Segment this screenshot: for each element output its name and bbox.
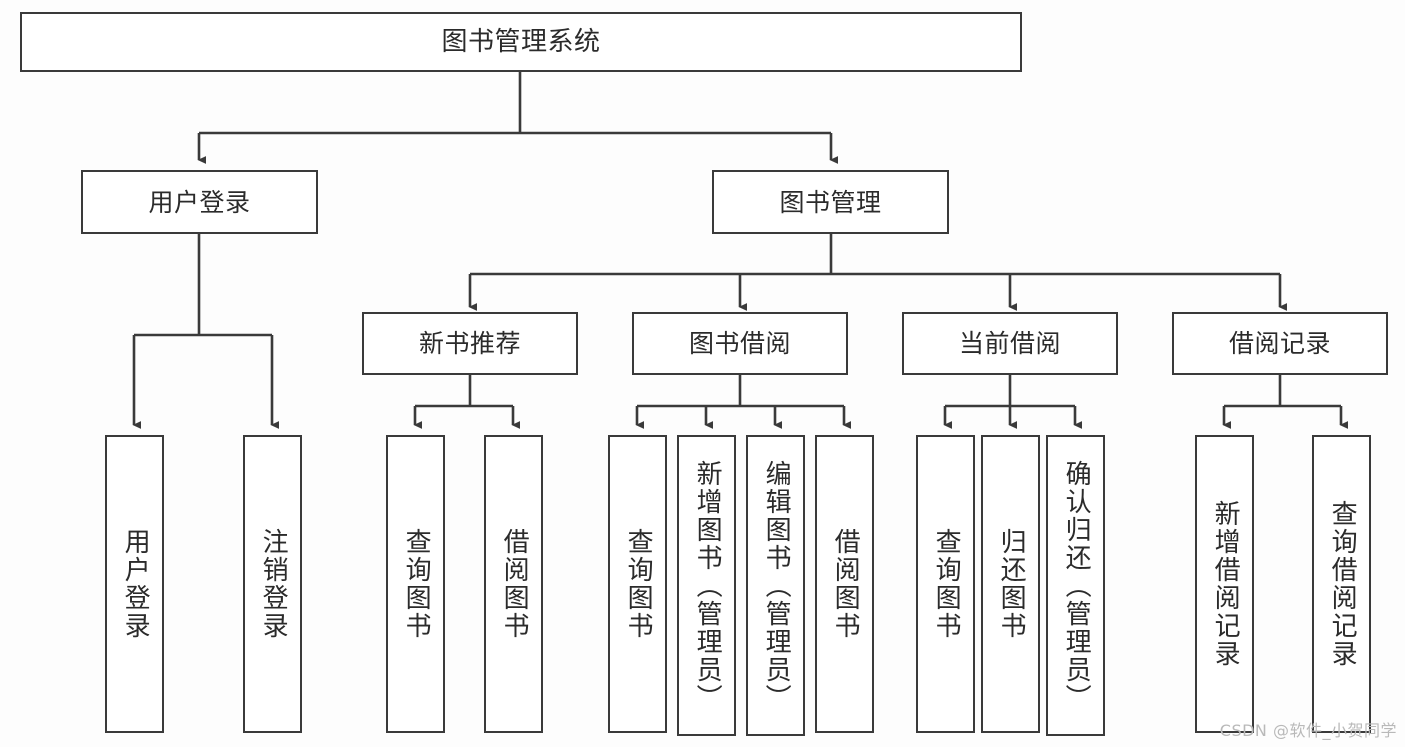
node-label: 新增图书（管理员）: [692, 459, 723, 712]
node-label: 归还图书: [996, 528, 1027, 640]
leaf-current-borrow-confirm-return[interactable]: 确认归还（管理员）: [1046, 435, 1105, 736]
leaf-user-login-logout[interactable]: 注销登录: [243, 435, 302, 733]
node-label: 查询借阅记录: [1327, 500, 1358, 668]
node-label: 查询图书: [401, 528, 432, 640]
leaf-book-borrow-edit[interactable]: 编辑图书（管理员）: [746, 435, 805, 736]
node-label: 确认归还（管理员）: [1061, 459, 1092, 712]
node-label: 用户登录: [148, 187, 251, 217]
node-label: 借阅图书: [499, 528, 530, 640]
node-label: 借阅记录: [1228, 329, 1331, 358]
node-label: 图书借阅: [688, 329, 791, 358]
leaf-borrow-record-query[interactable]: 查询借阅记录: [1312, 435, 1371, 733]
node-borrow-record[interactable]: 借阅记录: [1172, 312, 1388, 375]
node-new-book-recommend[interactable]: 新书推荐: [362, 312, 578, 375]
node-root-system[interactable]: 图书管理系统: [20, 12, 1022, 72]
node-book-management[interactable]: 图书管理: [712, 170, 949, 234]
leaf-borrow-record-add[interactable]: 新增借阅记录: [1195, 435, 1254, 733]
leaf-book-borrow-query[interactable]: 查询图书: [608, 435, 667, 733]
node-label: 用户登录: [120, 528, 151, 640]
node-label: 图书管理系统: [441, 27, 601, 57]
node-user-login[interactable]: 用户登录: [81, 170, 318, 234]
node-label: 图书管理: [779, 187, 882, 217]
leaf-user-login-login[interactable]: 用户登录: [105, 435, 164, 733]
node-label: 注销登录: [258, 528, 289, 640]
leaf-current-borrow-query[interactable]: 查询图书: [916, 435, 975, 733]
node-current-borrow[interactable]: 当前借阅: [902, 312, 1118, 375]
leaf-book-borrow-borrow[interactable]: 借阅图书: [815, 435, 874, 733]
leaf-current-borrow-return[interactable]: 归还图书: [981, 435, 1040, 733]
node-label: 新增借阅记录: [1210, 500, 1241, 668]
csdn-watermark: CSDN @软件_小贺同学: [1219, 721, 1397, 740]
leaf-new-book-borrow[interactable]: 借阅图书: [484, 435, 543, 733]
node-book-borrow[interactable]: 图书借阅: [632, 312, 848, 375]
node-label: 当前借阅: [958, 329, 1061, 358]
node-label: 查询图书: [931, 528, 962, 640]
node-label: 查询图书: [623, 528, 654, 640]
leaf-new-book-query[interactable]: 查询图书: [386, 435, 445, 733]
node-label: 新书推荐: [418, 329, 521, 358]
leaf-book-borrow-add[interactable]: 新增图书（管理员）: [677, 435, 736, 736]
node-label: 借阅图书: [830, 528, 861, 640]
node-label: 编辑图书（管理员）: [761, 459, 792, 712]
